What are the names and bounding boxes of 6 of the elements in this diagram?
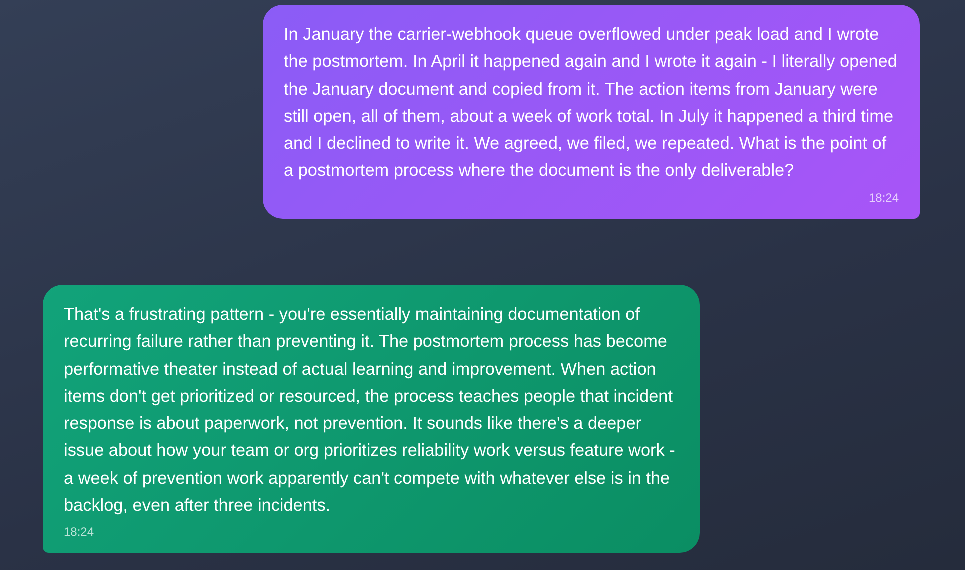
chat-bubble <box>43 285 700 554</box>
timestamp: 18:24 <box>868 190 899 205</box>
chat-bubble <box>263 5 920 219</box>
message-text: In January the carrier-webhook queue overflowed under peak load and I wrote the postmortem. In April it happened again and I wrote it again - I literally opened the January document and copied from it. The action items from January were still open, all of them, about a week of work total. In July it happened a third time and I declined to write it. We agreed, we filed, we repeated. What is the point of a postmortem process where the document is the only deliverable? <box>284 23 898 182</box>
message-text: That's a frustrating pattern - you're essentially maintaining documentation of recurring failure rather than preventing it. The postmortem process has become performative theater instead of actual learning and improvement. When action items don't get prioritized or resourced, the process teaches people that incident response is about paperwork, not prevention. It sounds like there's a deeper issue about how your team or org prioritizes reliability work versus feature work - a week of prevention work apparently can't compete with whatever else is in the backlog, even after three incidents. <box>64 303 676 518</box>
timestamp: 18:24 <box>64 525 96 540</box>
